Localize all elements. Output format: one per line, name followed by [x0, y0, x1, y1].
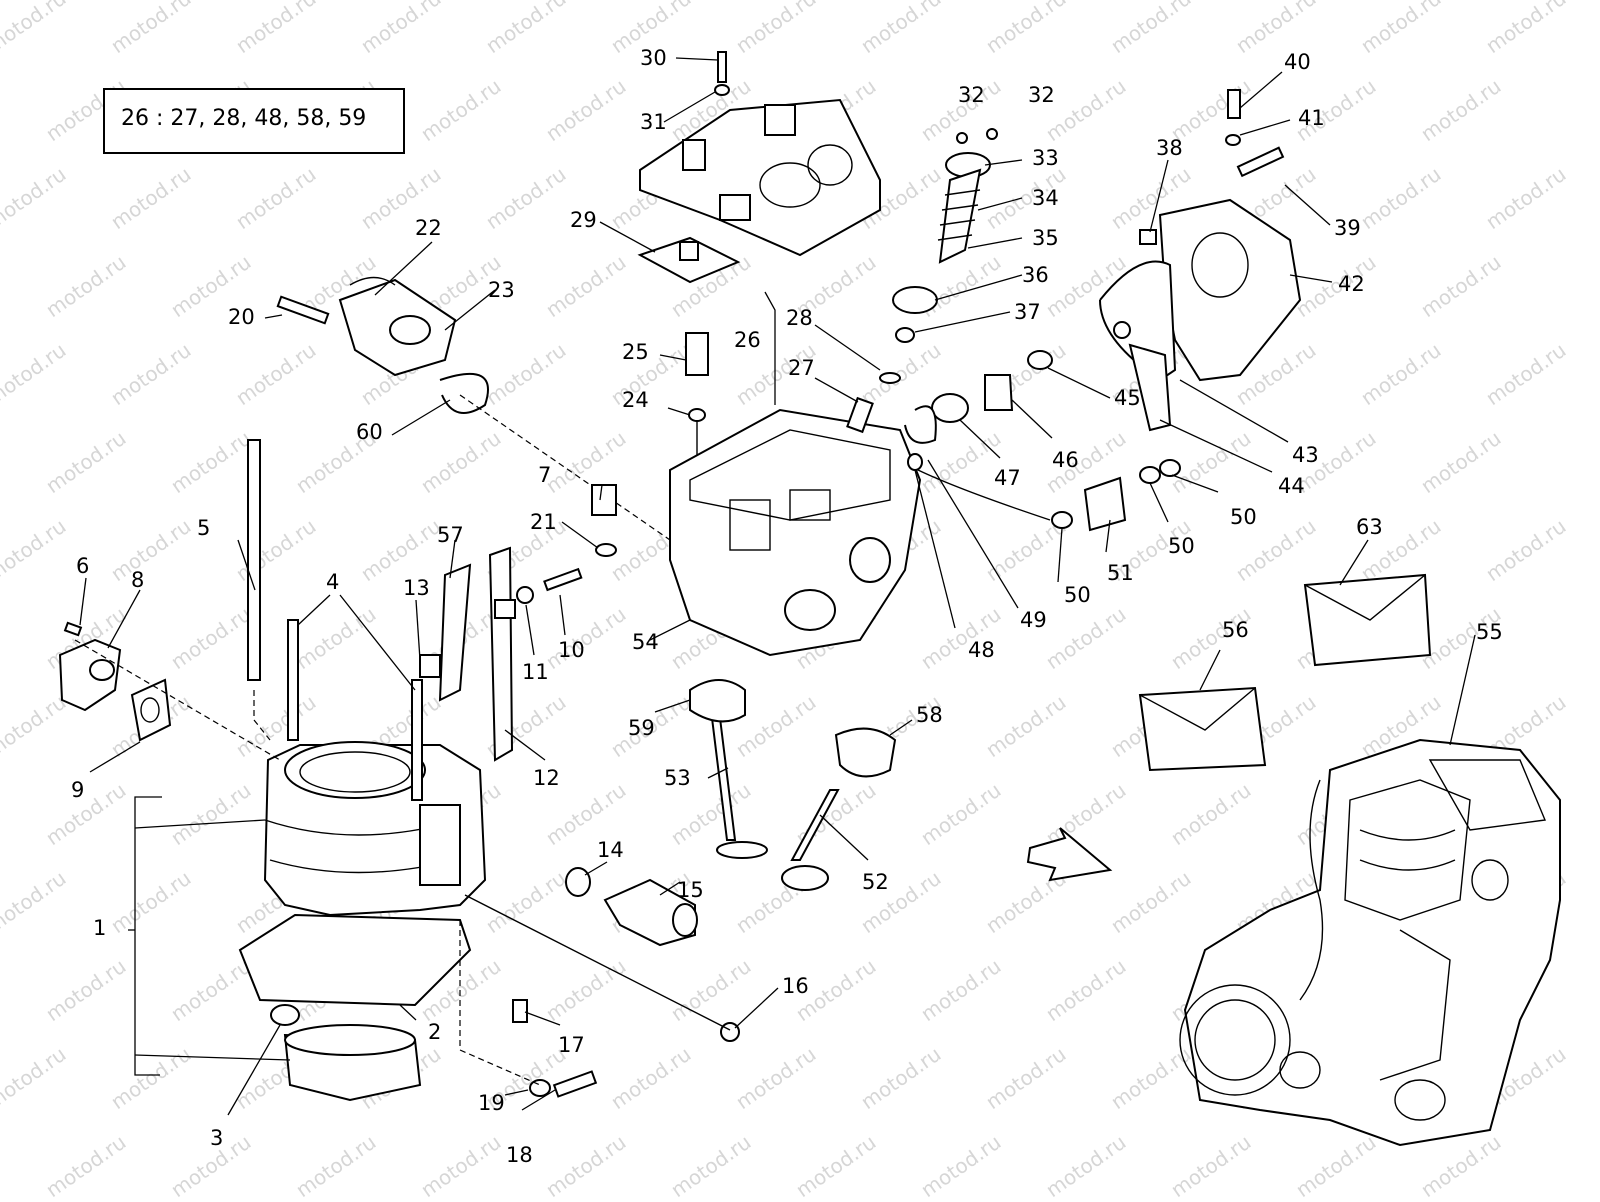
- callout-50b: 50: [1168, 534, 1195, 558]
- fitting-parts: [591, 332, 709, 557]
- callout-8: 8: [131, 568, 145, 592]
- callout-22: 22: [415, 216, 442, 240]
- callout-4: 4: [326, 570, 340, 594]
- callout-37: 37: [1014, 300, 1041, 324]
- valve-parts: [689, 679, 897, 891]
- callout-12: 12: [533, 766, 560, 790]
- callout-42: 42: [1338, 272, 1365, 296]
- callout-21: 21: [530, 510, 557, 534]
- callout-27: 27: [788, 356, 815, 380]
- cylinder-head-cover-part: [639, 51, 881, 257]
- gasket-29: [637, 236, 741, 284]
- spark-part-27: [846, 396, 874, 434]
- callout-23: 23: [488, 278, 515, 302]
- exhaust-flange-parts: [276, 276, 671, 541]
- callout-14: 14: [597, 838, 624, 862]
- callout-2: 2: [428, 1020, 442, 1044]
- cylinder-part: [238, 741, 487, 1102]
- callout-44: 44: [1278, 474, 1305, 498]
- callout-26: 26: [734, 328, 761, 352]
- callout-3: 3: [210, 1126, 224, 1150]
- callout-11: 11: [522, 660, 549, 684]
- callout-40: 40: [1284, 50, 1311, 74]
- assembled-engine: [1179, 738, 1561, 1147]
- callout-33: 33: [1032, 146, 1059, 170]
- leader-lines: [79, 57, 1476, 1116]
- callout-47: 47: [994, 466, 1021, 490]
- callout-30: 30: [640, 46, 667, 70]
- callout-35: 35: [1032, 226, 1059, 250]
- callout-13: 13: [403, 576, 430, 600]
- callout-41: 41: [1298, 106, 1325, 130]
- callout-28: 28: [786, 306, 813, 330]
- cylinder-head-part: [669, 408, 922, 657]
- callout-56: 56: [1222, 618, 1249, 642]
- studs: [247, 439, 423, 801]
- callout-53: 53: [664, 766, 691, 790]
- callout-9: 9: [71, 778, 85, 802]
- legend-box: 26 : 27, 28, 48, 58, 59: [103, 88, 405, 154]
- callout-39: 39: [1334, 216, 1361, 240]
- callout-29: 29: [570, 208, 597, 232]
- callout-38: 38: [1156, 136, 1183, 160]
- callout-15: 15: [677, 878, 704, 902]
- water-pump-parts: [904, 89, 1302, 444]
- callout-25: 25: [622, 340, 649, 364]
- valve-lifter-parts: [907, 453, 1181, 532]
- callout-31: 31: [640, 110, 667, 134]
- callout-50c: 50: [1230, 505, 1257, 529]
- callout-6: 6: [76, 554, 90, 578]
- callout-17: 17: [558, 1033, 585, 1057]
- callout-63: 63: [1356, 515, 1383, 539]
- callout-58: 58: [916, 703, 943, 727]
- callout-16: 16: [782, 974, 809, 998]
- callout-48: 48: [968, 638, 995, 662]
- callout-36: 36: [1022, 263, 1049, 287]
- callout-49: 49: [1020, 608, 1047, 632]
- callout-52: 52: [862, 870, 889, 894]
- callout-18: 18: [506, 1143, 533, 1167]
- callout-1: 1: [93, 916, 107, 940]
- callout-45: 45: [1114, 386, 1141, 410]
- callout-32b: 32: [1028, 83, 1055, 107]
- documents-parts: [1138, 573, 1432, 772]
- callout-34: 34: [1032, 186, 1059, 210]
- callout-5: 5: [197, 516, 211, 540]
- callout-59: 59: [628, 716, 655, 740]
- intake-parts: [459, 867, 740, 1098]
- tensioner-parts: [58, 621, 281, 761]
- callout-43: 43: [1292, 443, 1319, 467]
- callout-57: 57: [437, 523, 464, 547]
- callout-7: 7: [538, 463, 552, 487]
- callout-60: 60: [356, 420, 383, 444]
- guide-parts: [419, 546, 583, 762]
- callout-24: 24: [622, 388, 649, 412]
- callout-19: 19: [478, 1091, 505, 1115]
- direction-arrow: [1026, 827, 1113, 882]
- callout-51: 51: [1107, 561, 1134, 585]
- callout-55: 55: [1476, 620, 1503, 644]
- callout-32: 32: [958, 83, 985, 107]
- valve-spring-parts: [879, 128, 998, 384]
- callout-10: 10: [558, 638, 585, 662]
- legend-text: 26 : 27, 28, 48, 58, 59: [121, 106, 367, 131]
- callout-54: 54: [632, 630, 659, 654]
- callout-50a: 50: [1064, 583, 1091, 607]
- callout-20: 20: [228, 305, 255, 329]
- callout-46: 46: [1052, 448, 1079, 472]
